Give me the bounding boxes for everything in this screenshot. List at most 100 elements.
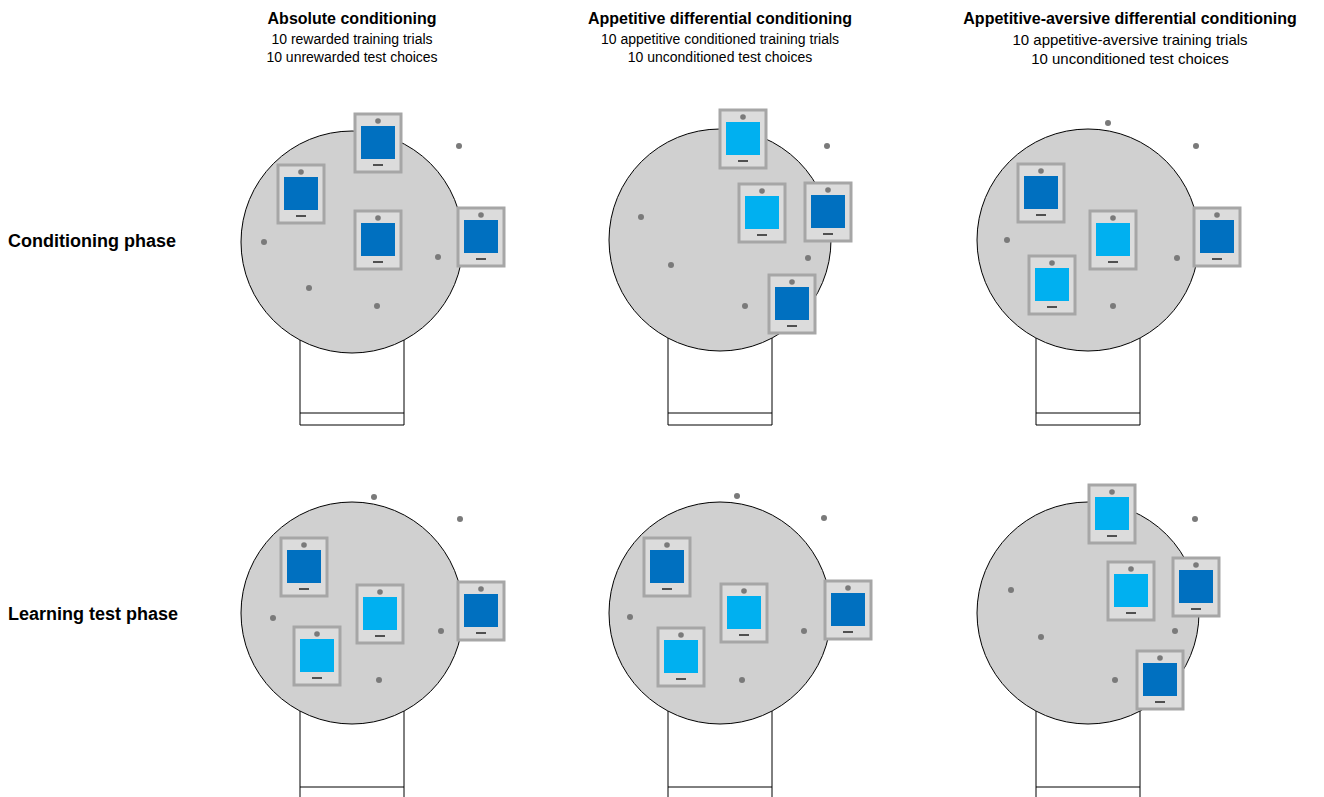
tablet xyxy=(658,628,704,686)
stimulus-square xyxy=(1095,497,1129,530)
floor-dot xyxy=(1172,628,1178,634)
tablet-frame xyxy=(355,114,401,172)
tablet xyxy=(355,211,401,269)
tablet-camera xyxy=(759,188,765,194)
floor-dot xyxy=(734,493,740,499)
tablet-button xyxy=(739,634,749,636)
tablet-button xyxy=(787,325,797,327)
column-subtitle: 10 rewarded training trials xyxy=(271,31,432,47)
tablet-button xyxy=(476,632,486,634)
tablet-button xyxy=(299,588,309,590)
tablet-frame xyxy=(720,110,766,168)
stimulus-square xyxy=(664,640,698,673)
stimulus-square xyxy=(1179,570,1213,603)
stimulus-square xyxy=(811,195,845,228)
floor-dot xyxy=(824,143,830,149)
tablet xyxy=(1194,208,1240,266)
floor-dot xyxy=(805,255,811,261)
tablet-frame xyxy=(294,627,340,685)
stimulus-square xyxy=(300,639,334,672)
stimulus-square xyxy=(287,550,321,583)
tablet-frame xyxy=(1018,164,1064,222)
column-heading: Appetitive differential conditioning xyxy=(588,10,852,28)
stimulus-square xyxy=(361,126,395,159)
tablet-button xyxy=(843,631,853,633)
floor-dot xyxy=(376,677,382,683)
stimulus-square xyxy=(745,196,779,229)
stimulus-square xyxy=(1096,223,1130,256)
tablet-frame xyxy=(805,183,851,241)
tablet-frame xyxy=(1108,562,1154,620)
tablet-button xyxy=(1126,612,1136,614)
column-heading: Appetitive-aversive differential conditi… xyxy=(963,10,1296,28)
stimulus-square xyxy=(727,596,761,629)
arena-circles xyxy=(241,129,1199,724)
tablet xyxy=(1173,558,1219,616)
tablet-button xyxy=(373,261,383,263)
tablet-button xyxy=(1107,535,1117,537)
tablet-camera xyxy=(825,187,831,193)
tablet xyxy=(1029,256,1075,314)
tablet-camera xyxy=(375,215,381,221)
stimulus-square xyxy=(1200,220,1234,253)
stimulus-square xyxy=(363,597,397,630)
tablet-frame xyxy=(1029,256,1075,314)
floor-dot xyxy=(638,214,644,220)
tablet-camera xyxy=(377,589,383,595)
tablet-frame xyxy=(769,275,815,333)
floor-dot xyxy=(821,515,827,521)
floor-dot xyxy=(306,285,312,291)
tablet-button xyxy=(738,160,748,162)
floor-dot xyxy=(374,303,380,309)
stimulus-square xyxy=(1114,574,1148,607)
tablet xyxy=(1090,211,1136,269)
tablets xyxy=(278,110,1240,709)
tablet-camera xyxy=(741,588,747,594)
tablet-frame xyxy=(739,184,785,242)
tablet-camera xyxy=(375,118,381,124)
floor-dot xyxy=(1193,143,1199,149)
tablet xyxy=(644,538,690,596)
tablet xyxy=(357,585,403,643)
tablet xyxy=(720,110,766,168)
tablet-camera xyxy=(301,542,307,548)
tablet xyxy=(825,581,871,639)
tablet-camera xyxy=(298,169,304,175)
tablet-frame xyxy=(281,538,327,596)
floor-dot xyxy=(1038,634,1044,640)
tablet xyxy=(805,183,851,241)
stimulus-square xyxy=(464,594,498,627)
column-subtitle: 10 unconditioned test choices xyxy=(628,49,812,65)
column-subtitle: 10 appetitive conditioned training trial… xyxy=(601,31,839,47)
floor-dot xyxy=(457,516,463,522)
column-subtitle: 10 unconditioned test choices xyxy=(1031,50,1229,67)
floor-dot xyxy=(742,303,748,309)
tablet-camera xyxy=(314,631,320,637)
floor-dot xyxy=(1105,120,1111,126)
tablet-button xyxy=(1036,214,1046,216)
stimulus-square xyxy=(464,220,498,253)
floor-dot xyxy=(668,262,674,268)
column-heading: Absolute conditioning xyxy=(268,10,437,28)
tablet xyxy=(281,538,327,596)
tablet xyxy=(355,114,401,172)
floor-dot xyxy=(1112,677,1118,683)
floor-dot xyxy=(627,614,633,620)
tablet-camera xyxy=(1214,212,1220,218)
column-subtitle: 10 appetitive-aversive training trials xyxy=(1012,31,1247,48)
tablet-frame xyxy=(278,165,324,223)
tablet-button xyxy=(296,215,306,217)
tablet-frame xyxy=(357,585,403,643)
tablet-frame xyxy=(644,538,690,596)
tablet xyxy=(458,582,504,640)
tablet-button xyxy=(312,677,322,679)
tablet-button xyxy=(1047,306,1057,308)
tablet-camera xyxy=(664,542,670,548)
tablet-frame xyxy=(1090,211,1136,269)
stimulus-square xyxy=(650,550,684,583)
tablet xyxy=(1108,562,1154,620)
tablet-camera xyxy=(845,585,851,591)
row-label: Conditioning phase xyxy=(8,231,176,252)
tablet xyxy=(769,275,815,333)
floor-dot xyxy=(1192,516,1198,522)
